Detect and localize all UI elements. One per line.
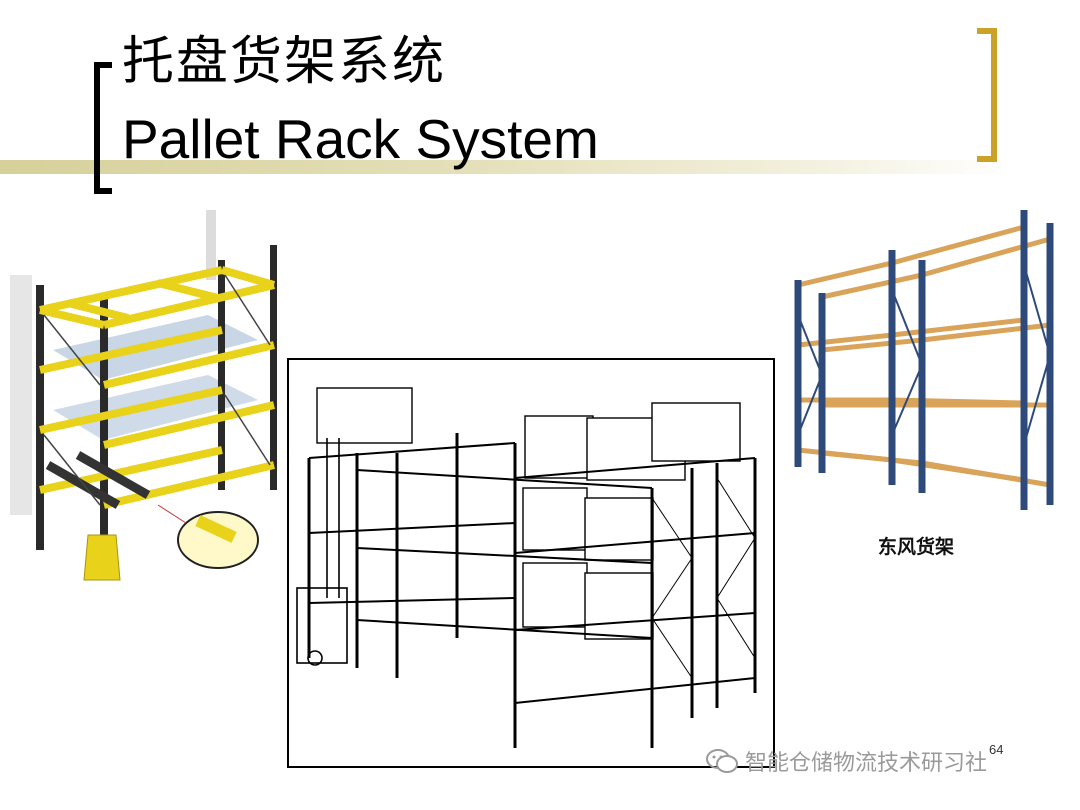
right-bracket-icon — [977, 28, 997, 162]
slide-title-chinese: 托盘货架系统 — [122, 32, 447, 92]
rack-caption: 东风货架 — [878, 536, 955, 558]
title-underline — [0, 160, 1010, 174]
wechat-icon — [706, 749, 738, 773]
page-number: 64 — [989, 742, 1004, 757]
watermark-text: 智能仓储物流技术研习社 — [745, 751, 988, 776]
left-bracket-icon — [94, 62, 112, 194]
slide-title-english: Pallet Rack System — [122, 108, 599, 170]
pallet-rack-line-drawing — [287, 358, 775, 768]
watermark: 智能仓储物流技术研习社 — [705, 745, 987, 777]
yellow-pallet-rack-image — [8, 205, 290, 590]
blue-orange-rack-image — [792, 205, 1060, 517]
